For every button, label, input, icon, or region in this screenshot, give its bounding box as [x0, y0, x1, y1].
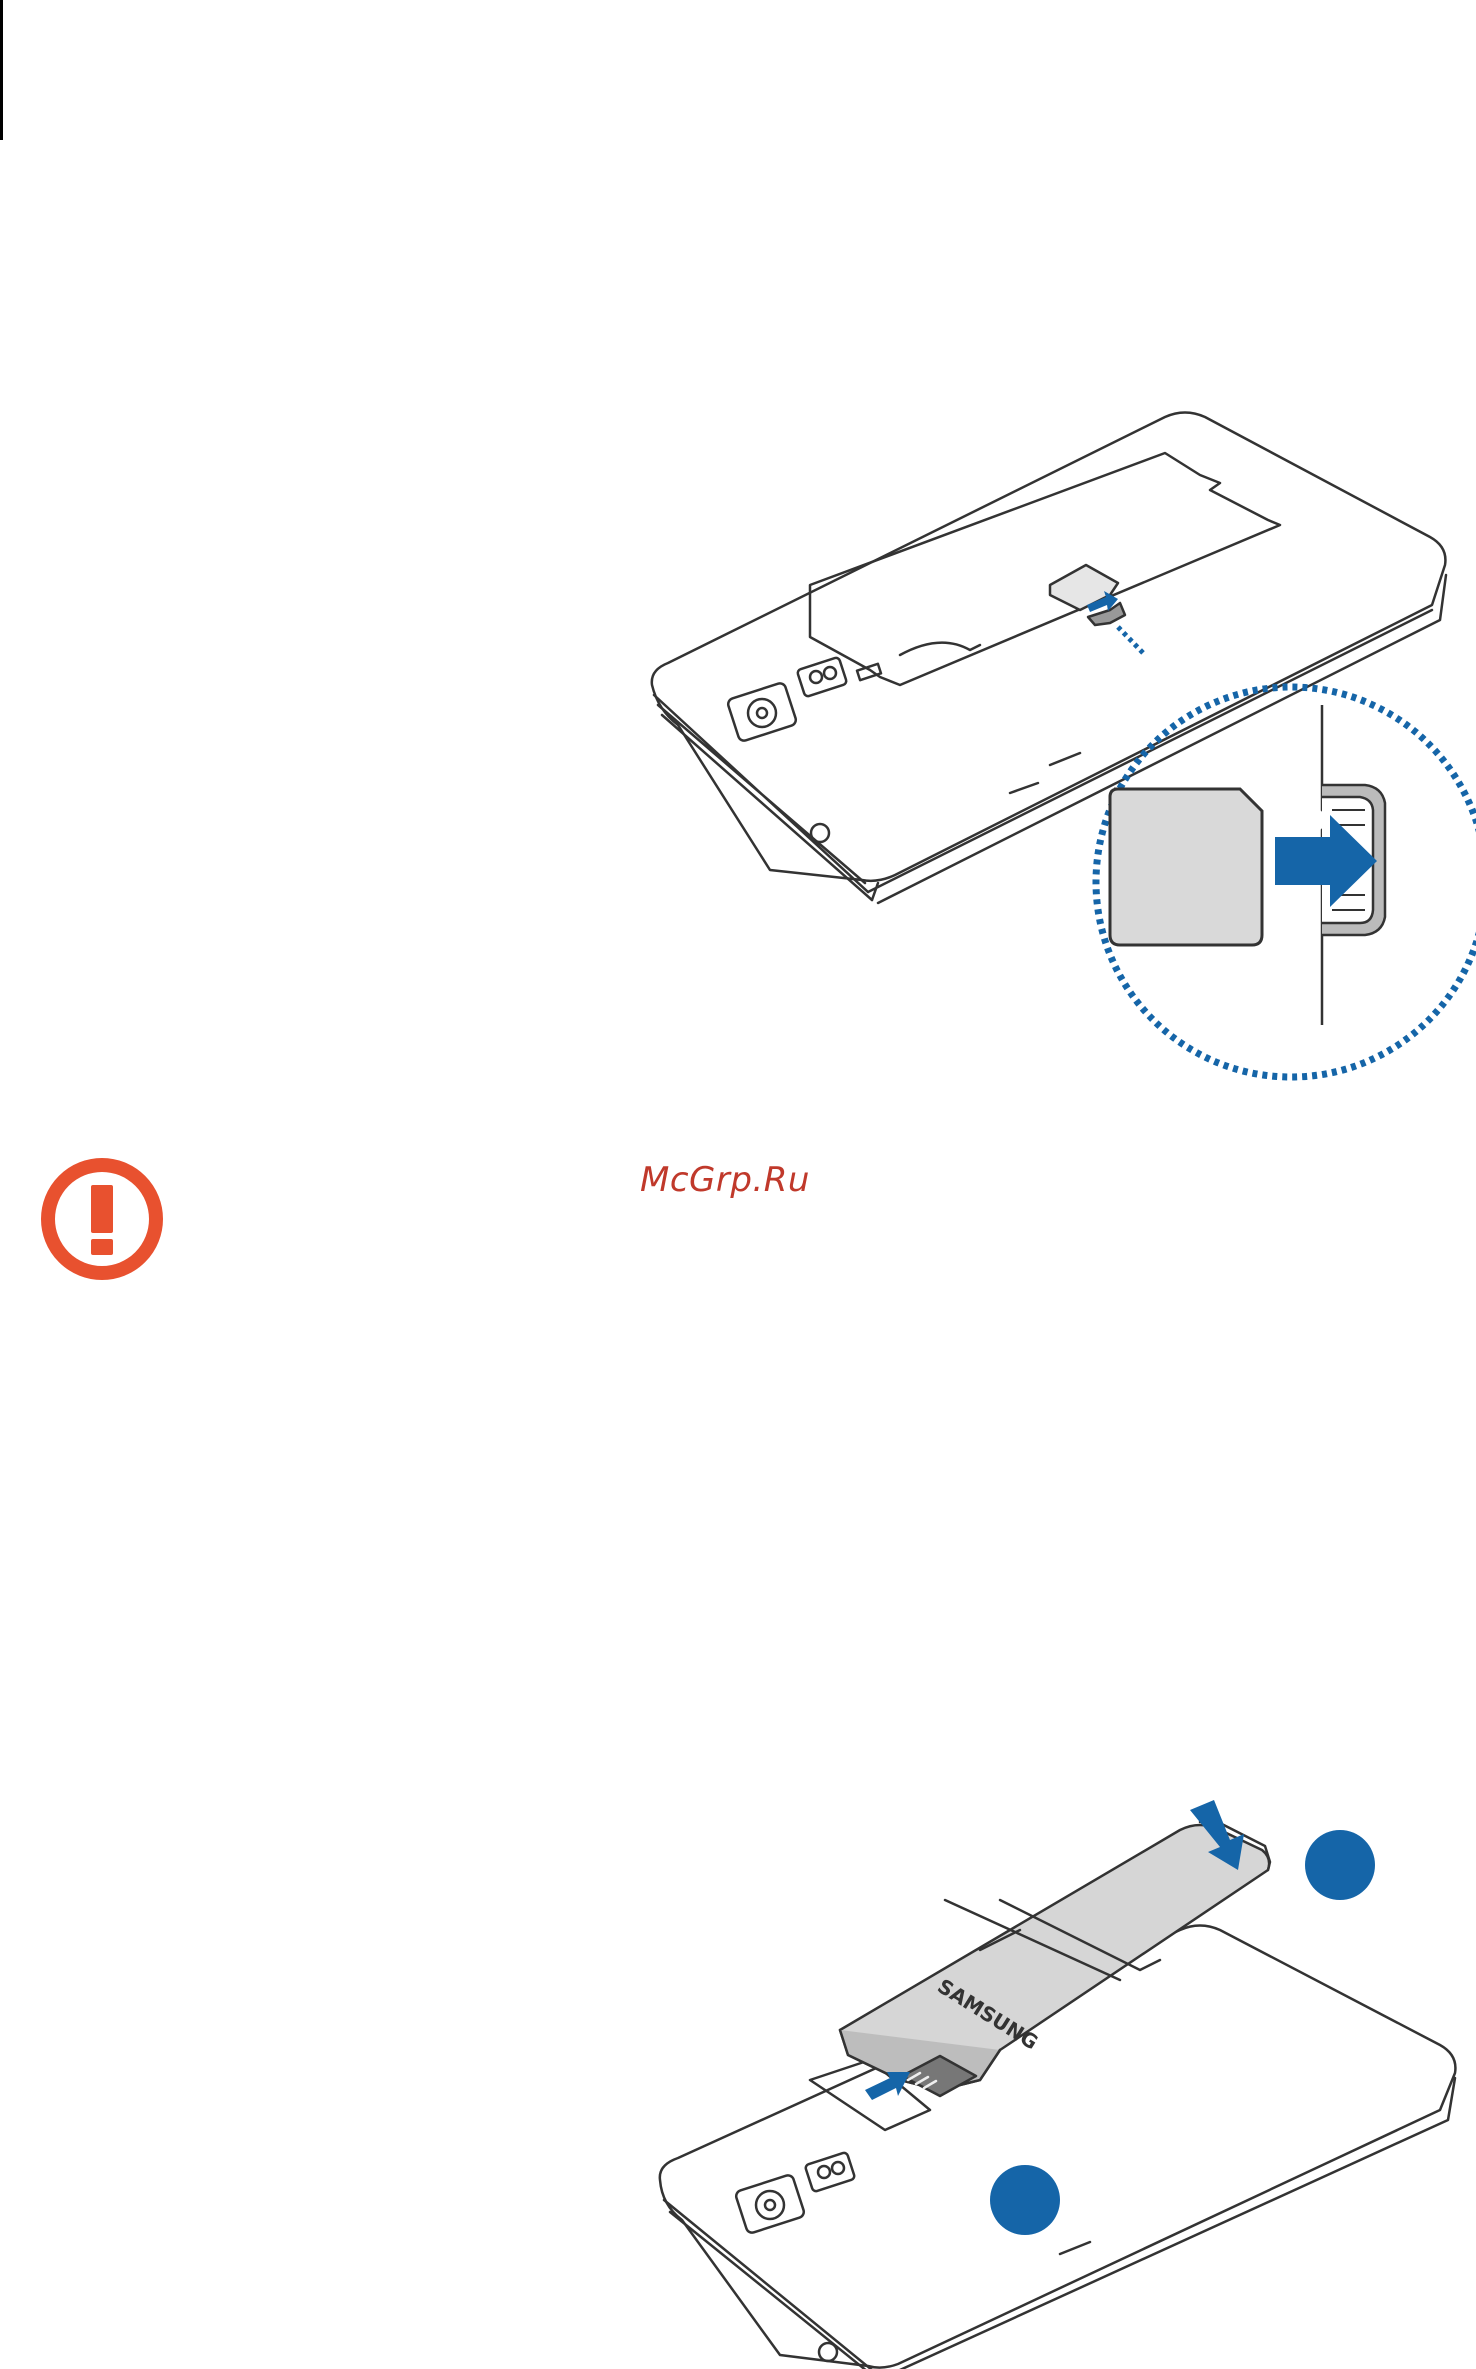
warning-icon	[41, 1158, 163, 1280]
step-1-badge	[1305, 1830, 1375, 1900]
battery-insertion-illustration: SAMSUNG	[658, 1800, 1457, 2369]
sim-insertion-illustration	[650, 411, 1476, 1081]
watermark-text[interactable]: McGrp.Ru	[640, 1160, 810, 1200]
step-2-badge	[990, 2165, 1060, 2235]
page-margin-rule	[0, 0, 3, 140]
